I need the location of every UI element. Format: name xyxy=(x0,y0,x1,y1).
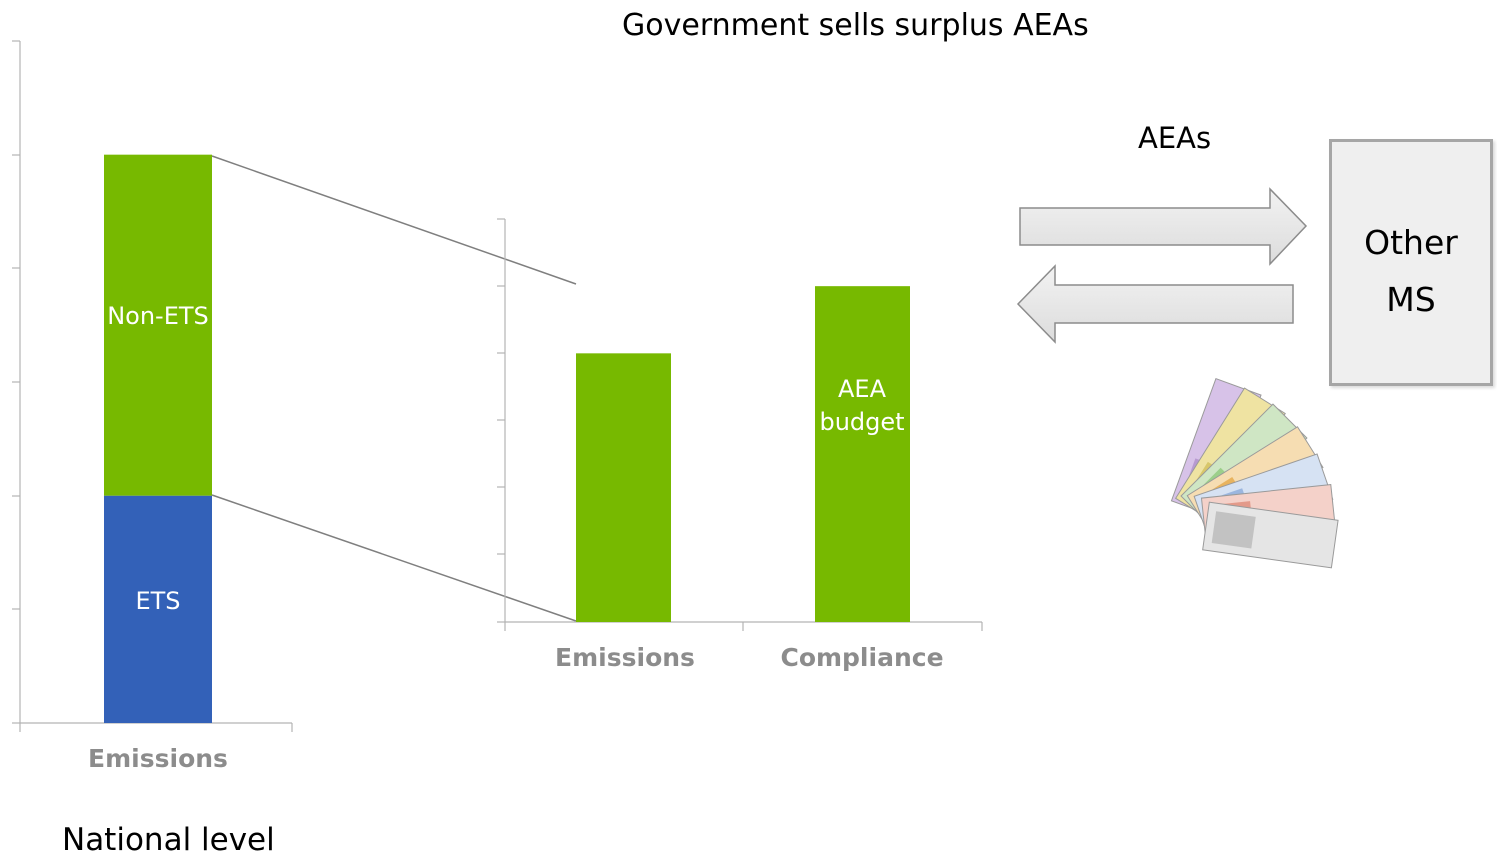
compliance-category-label: Compliance xyxy=(780,643,944,672)
compliance-bar xyxy=(815,286,910,622)
national-level-label: National level xyxy=(62,822,275,858)
non-ets-bar xyxy=(104,154,212,496)
other-ms-box: Other MS xyxy=(1329,139,1493,386)
emissions-category-label: Emissions xyxy=(555,643,695,672)
arrow-left-icon xyxy=(1016,264,1294,344)
zoom-connector-lines xyxy=(211,155,577,622)
arrow-right-icon xyxy=(1019,187,1308,266)
non-ets-bar-label: Non-ETS xyxy=(107,302,209,330)
diagram-title: Government sells surplus AEAs xyxy=(622,8,1089,43)
aea-budget-bar-label: AEA budget xyxy=(819,375,905,436)
ets-bar-label: ETS xyxy=(135,587,181,615)
other-ms-label: Other MS xyxy=(1364,223,1458,319)
left-category-label: Emissions xyxy=(88,744,228,773)
emissions-bar xyxy=(576,353,671,622)
aea-flow-label: AEAs xyxy=(1138,121,1212,155)
euro-banknotes-icon xyxy=(1170,377,1339,569)
ets-bar xyxy=(104,495,212,723)
